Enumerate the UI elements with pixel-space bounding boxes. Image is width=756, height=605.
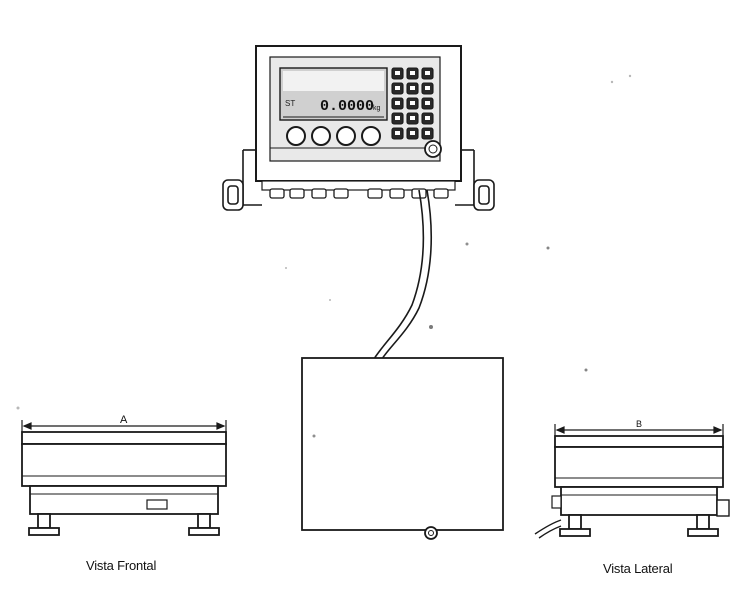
cable-gland — [333, 188, 349, 199]
bracket-knob-right — [473, 179, 495, 211]
side-cable — [534, 519, 562, 539]
keypad-key-symbol — [410, 71, 415, 75]
keypad-key-symbol — [425, 116, 430, 120]
keypad-key-symbol — [395, 71, 400, 75]
keypad-key-symbol — [395, 116, 400, 120]
platform-front-view — [21, 420, 227, 536]
caption-side-view: Vista Lateral — [603, 561, 673, 576]
front-function-button[interactable] — [311, 126, 331, 146]
dimension-a-label: A — [120, 414, 128, 426]
front-function-button[interactable] — [336, 126, 356, 146]
weighing-indicator — [222, 45, 495, 211]
front-function-button[interactable] — [361, 126, 381, 146]
load-cell-cable — [371, 189, 433, 363]
keypad-key-symbol — [410, 116, 415, 120]
front-buttons — [286, 126, 381, 146]
keypad-key-symbol — [395, 86, 400, 90]
keypad — [391, 67, 434, 140]
caption-front-view: Vista Frontal — [86, 558, 157, 573]
cable-gland — [367, 188, 383, 199]
cable-gland — [269, 188, 285, 199]
display-readout: 0.0000 — [320, 98, 374, 115]
leveling-feet-front — [28, 513, 220, 536]
keypad-key-symbol — [395, 101, 400, 105]
cable-glands — [269, 188, 449, 199]
cable-gland — [389, 188, 405, 199]
keypad-key-symbol — [395, 131, 400, 135]
keypad-key-symbol — [425, 101, 430, 105]
bracket-knob-left — [222, 179, 244, 211]
keypad-key-symbol — [425, 131, 430, 135]
cable-gland — [311, 188, 327, 199]
display-unit: kg — [373, 105, 381, 112]
keypad-key-symbol — [425, 71, 430, 75]
scan-noise — [16, 74, 632, 438]
dimension-b-label: B — [636, 419, 642, 429]
keypad-key-symbol — [410, 86, 415, 90]
leveling-bubble-icon — [424, 526, 438, 540]
display-side-mark: ST — [285, 99, 295, 108]
cable-gland — [289, 188, 305, 199]
front-function-button[interactable] — [286, 126, 306, 146]
front-label-plate — [146, 499, 168, 510]
power-button-icon — [424, 140, 442, 158]
keypad-key-symbol — [425, 86, 430, 90]
platform-top-view — [301, 357, 504, 540]
keypad-key-symbol — [410, 101, 415, 105]
keypad-key-symbol — [410, 131, 415, 135]
leveling-feet-side — [559, 514, 719, 537]
cable-gland — [433, 188, 449, 199]
platform-side-view — [534, 424, 730, 539]
